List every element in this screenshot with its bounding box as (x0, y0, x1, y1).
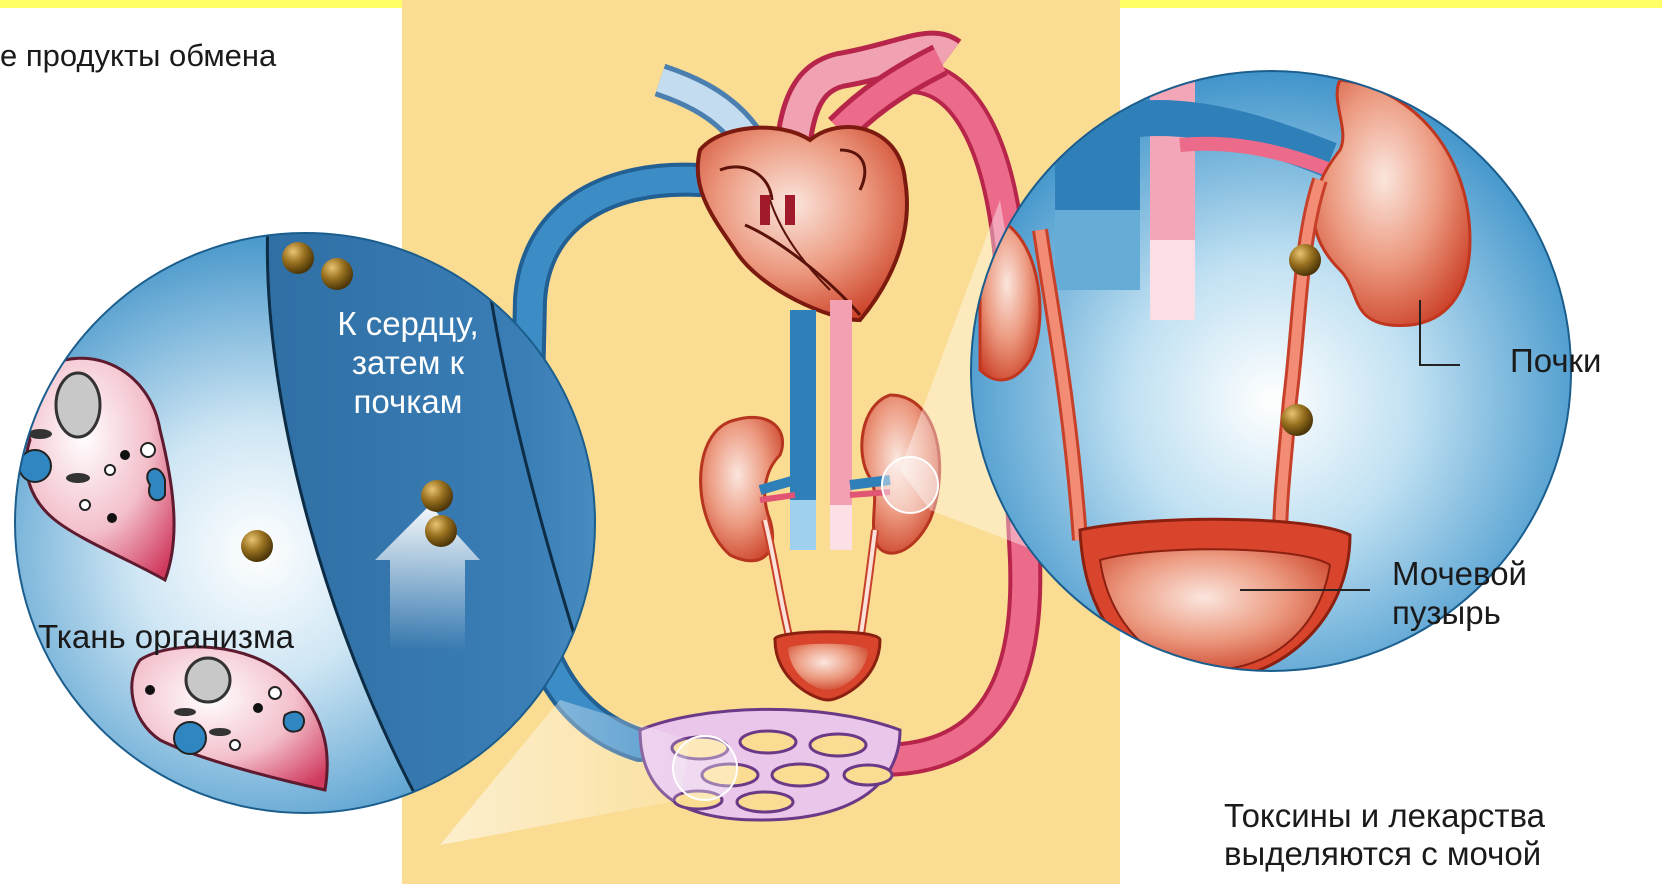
toxin-particle (425, 515, 457, 547)
vessel-label-line2: затем к (318, 344, 498, 383)
metabolic-products-label: е продукты обмена (0, 38, 276, 75)
excretion-caption-line1: Токсины и лекарства (1224, 797, 1545, 835)
bladder-label: Мочевой пузырь (1392, 555, 1527, 633)
vessel-label-line1: К сердцу, (318, 305, 498, 344)
vessel-label: К сердцу, затем к почкам (318, 305, 498, 422)
toxin-particle (1281, 404, 1313, 436)
excretion-caption-line2: выделяются с мочой (1224, 835, 1545, 873)
kidneys-label: Почки (1510, 342, 1601, 381)
toxin-particle (241, 530, 273, 562)
toxin-particle (321, 258, 353, 290)
excretion-caption: Токсины и лекарства выделяются с мочой (1224, 797, 1545, 873)
toxin-particle (1289, 244, 1321, 276)
toxin-particle (282, 242, 314, 274)
vessel-label-line3: почкам (318, 383, 498, 422)
bladder-label-line2: пузырь (1392, 594, 1527, 633)
tissue-label: Ткань организма (38, 618, 294, 657)
toxin-particle (421, 480, 453, 512)
bladder-label-line1: Мочевой (1392, 555, 1527, 594)
